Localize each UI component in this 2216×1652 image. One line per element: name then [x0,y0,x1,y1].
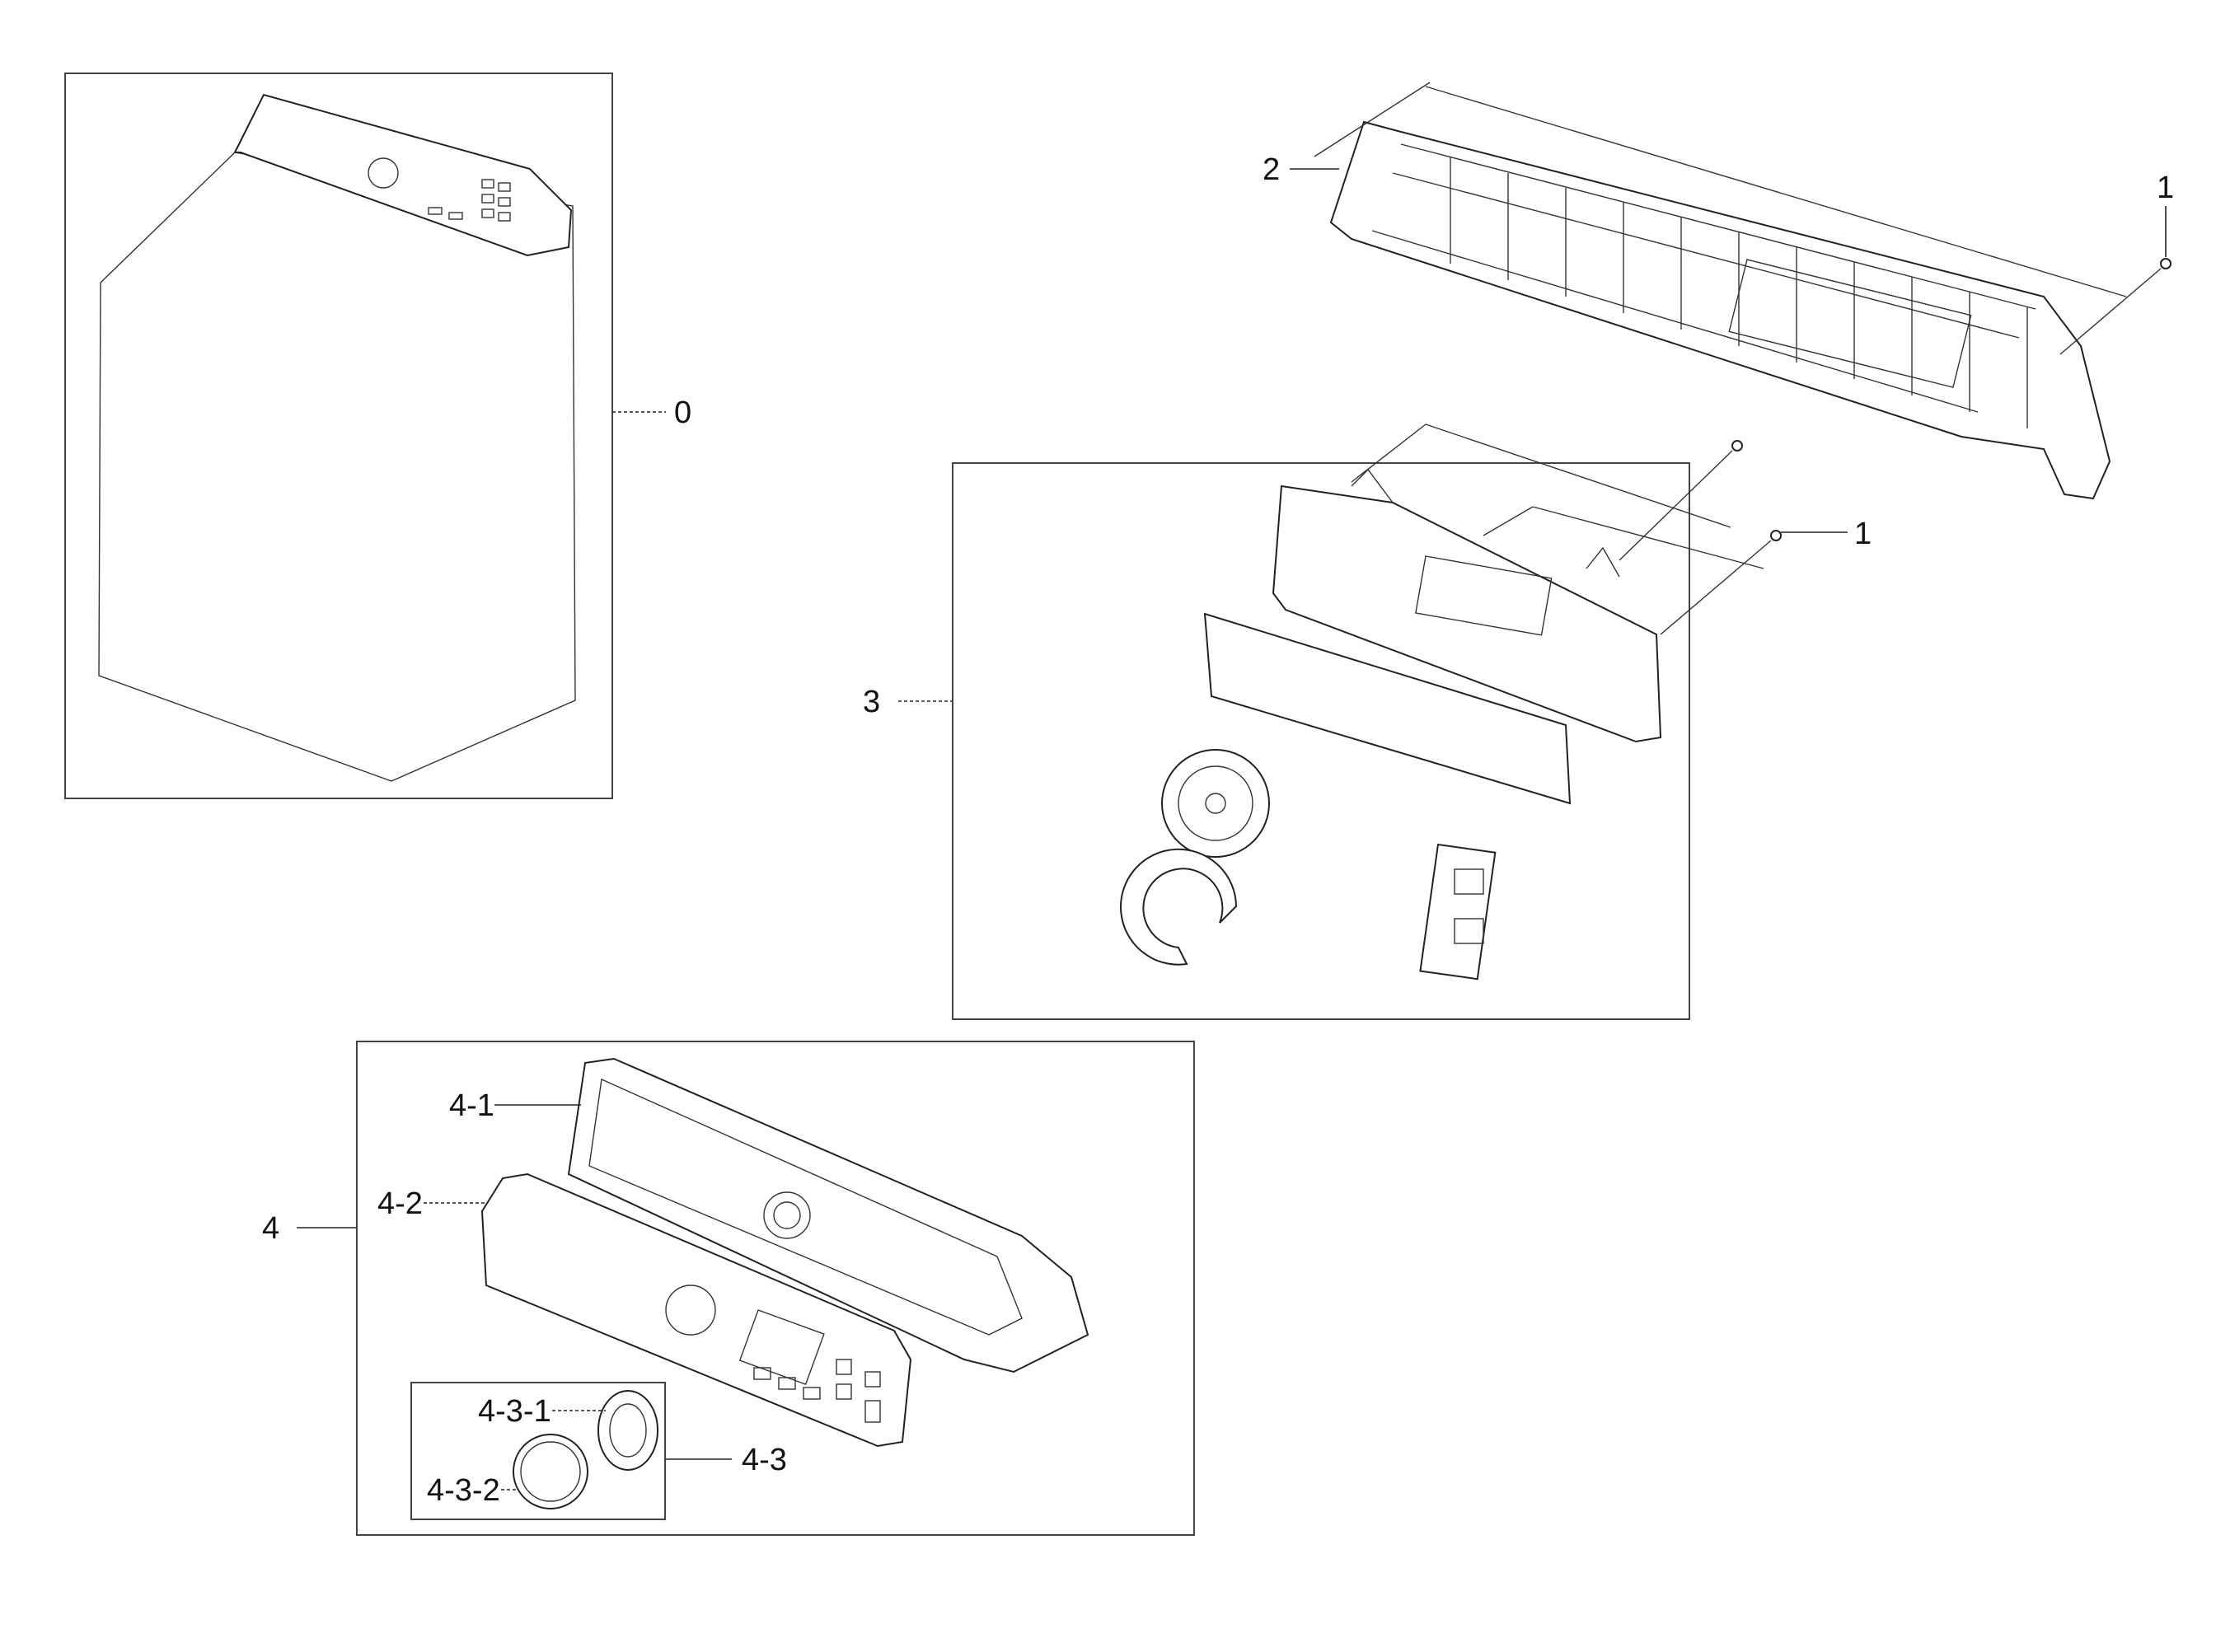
callout-4-2: 4-2 [377,1186,423,1221]
group-0-washer-assembly: 0 [64,73,691,799]
callout-4-3-1: 4-3-1 [478,1394,551,1429]
encoder-ring [1120,848,1238,966]
callout-4-3-2: 4-3-2 [427,1473,500,1508]
screw-icon [1731,440,1743,452]
group-3-pcb-assembly: 3 1 [863,424,1872,1020]
front-panel-4-2 [480,1172,912,1448]
pcb-bracket [1272,484,1662,743]
knob-ring-4-3-1 [597,1390,658,1471]
encoder-knob [1161,749,1270,858]
group-0-frame [64,73,613,799]
screw-icon [1770,530,1782,541]
callout-0: 0 [674,395,691,430]
callout-1b: 1 [1854,517,1872,551]
panel-dial-ring [763,1191,811,1239]
callout-4-3: 4-3 [742,1443,787,1477]
washer-dial [368,157,399,189]
washer-control-panel [233,93,573,257]
switch-module [1419,843,1497,980]
callout-3: 3 [863,685,880,719]
callout-4: 4 [262,1211,279,1246]
screw-icon [2160,258,2171,269]
front-panel-buttons [753,1359,881,1423]
group-4-frame [356,1041,1195,1536]
callout-2: 2 [1263,152,1280,187]
control-frame-ribs [1450,157,2028,428]
control-frame-shell [1329,120,2111,500]
front-panel-dial-opening [665,1285,716,1336]
pcb-window [1415,555,1553,636]
knob-cap-4-3-2 [513,1434,588,1509]
part-2-control-frame: 2 1 [1263,82,2174,500]
group-3-frame [952,462,1690,1020]
panel-gasket [588,1078,1023,1336]
callout-1a: 1 [2157,171,2174,205]
control-frame-window [1728,259,1972,388]
callout-4-1: 4-1 [449,1088,494,1123]
pcb-board [1203,612,1572,805]
group-4-3-frame [410,1382,666,1520]
group-4-panel-assembly: 4 4-1 4-2 4-3-1 4-3-2 [262,1041,1195,1536]
washer-buttons [428,179,511,222]
front-panel-display [738,1309,825,1386]
panel-frame-4-1 [567,1057,1089,1374]
